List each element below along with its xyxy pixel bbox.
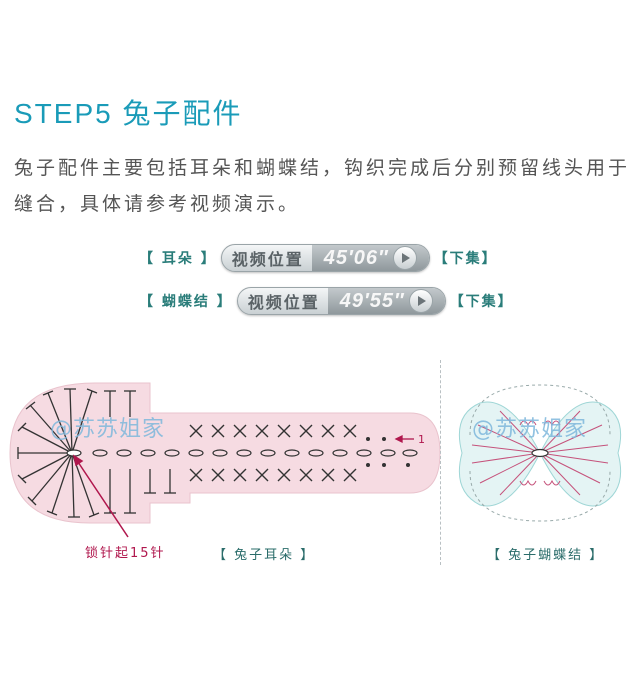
video-position-button-ears[interactable]: 视频位置 45′06″ [220, 244, 430, 272]
episode-label-ears: 【下集】 [433, 251, 498, 267]
crochet-diagrams: 1 [9, 382, 622, 538]
part-label-ears: 【 耳朵 】 [139, 251, 217, 267]
video-row-ears: 【 耳朵 】 视频位置 45′06″ 【下集】 [139, 243, 498, 273]
diagram-divider [440, 360, 441, 565]
video-timestamp: 49′55″ [327, 288, 445, 314]
timestamp-value: 45′06″ [323, 246, 389, 269]
play-icon[interactable] [392, 246, 417, 270]
step-title: STEP5 兔子配件 [14, 98, 243, 129]
bow-stitches [471, 410, 609, 496]
ear-chart: 1 [9, 382, 441, 538]
video-timestamp: 45′06″ [311, 245, 429, 271]
ear-diagram-caption: 【 兔子耳朵 】 [213, 548, 316, 563]
description-text: 兔子配件主要包括耳朵和蝴蝶结，钩织完成后分别预留线头用于缝合，具体请参考视频演示… [14, 157, 631, 215]
bow-guide-top [469, 384, 611, 436]
row-start-arrow [394, 434, 414, 444]
slip-stitch-dots [366, 437, 410, 467]
part-label-bow: 【 蝴蝶结 】 [139, 294, 233, 310]
video-position-label: 视频位置 [247, 293, 320, 312]
foundation-chain [66, 449, 418, 457]
play-icon[interactable] [408, 289, 433, 313]
bow-diagram-caption: 【 兔子蝴蝶结 】 [487, 548, 605, 563]
timestamp-value: 49′55″ [339, 289, 405, 312]
watermark-bow: @苏苏姐家 [472, 417, 588, 442]
watermark-ear: @苏苏姐家 [50, 417, 166, 442]
video-position-button-bow[interactable]: 视频位置 49′55″ [236, 287, 446, 315]
bow-center-chain [531, 448, 549, 458]
video-position-label: 视频位置 [231, 250, 304, 269]
row-number-label: 1 [418, 433, 425, 446]
single-crochet-row [189, 424, 357, 482]
bow-guide-bottom [469, 470, 611, 522]
bow-chart [458, 384, 622, 522]
ear-chart-outline [9, 382, 441, 524]
episode-label-bow: 【下集】 [449, 294, 514, 310]
chain-start-note: 锁针起15针 [85, 546, 166, 561]
chain-pointer-arrow [72, 454, 129, 538]
video-row-bow: 【 蝴蝶结 】 视频位置 49′55″ 【下集】 [139, 286, 514, 316]
